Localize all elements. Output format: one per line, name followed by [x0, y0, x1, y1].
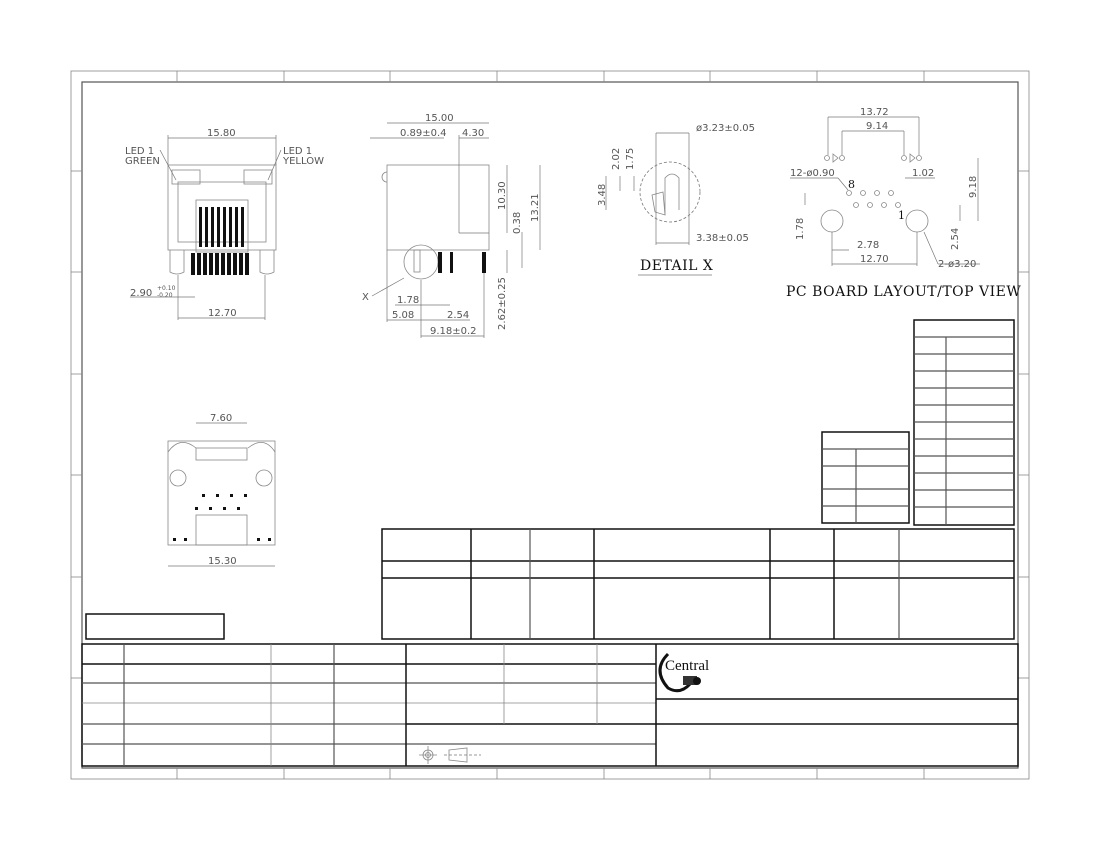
side-view: 15.00 0.89±0.4 4.30 10.30 0.38 13.21 2.6… [362, 113, 541, 338]
bottom-view: 7.60 15.30 [167, 413, 276, 567]
dim-2-54-pcb: 2.54 [950, 228, 961, 250]
rear-dim: 4.30 [462, 128, 484, 139]
led-right-label-1: LED 1 [283, 146, 312, 157]
body-height-dim: 10.30 [497, 181, 508, 210]
pcb-layout-title: PC BOARD LAYOUT/TOP VIEW [786, 284, 1021, 300]
logo-text: Central [665, 658, 709, 674]
dim-9-14: 9.14 [866, 121, 888, 132]
dim-1-78-pcb: 1.78 [795, 218, 806, 240]
front-offset-dim: 0.89±0.4 [400, 128, 447, 139]
dim-9-18-pcb: 9.18 [968, 176, 979, 198]
post-offset-tol-plus: +0.10 [157, 285, 176, 292]
front-pin-span-dim: 12.70 [208, 308, 237, 319]
note-box [85, 613, 225, 640]
total-height-dim: 13.21 [530, 193, 541, 222]
post-callout: 2-ø3.20 [938, 259, 976, 270]
led-table [821, 431, 910, 524]
dim-5-08: 5.08 [392, 310, 414, 321]
dim-13-72: 13.72 [860, 107, 889, 118]
led-right-label-2: YELLOW [282, 156, 324, 167]
revision-table [381, 528, 1015, 640]
standoff-dim: 0.38 [512, 212, 523, 234]
third-angle-projection-icon [419, 746, 481, 764]
detail-width-dim: 3.38±0.05 [696, 233, 749, 244]
post-offset-dim: 2.90 [130, 288, 152, 299]
pin-length-dim: 2.62±0.25 [497, 277, 508, 330]
title-block: Central [81, 643, 1019, 767]
pin-1-label: 1 [898, 209, 906, 222]
central-logo: Central [658, 652, 709, 693]
dim-1-02: 1.02 [912, 168, 934, 179]
bottom-width-dim: 15.30 [208, 556, 237, 567]
detail-x-title: DETAIL X [640, 258, 713, 274]
dim-9-18: 9.18±0.2 [430, 326, 477, 337]
sheet-frame [70, 70, 1030, 780]
front-view: 15.80 LED 1 GREEN LED 1 YELLOW 12.70 2.9… [125, 128, 324, 320]
led-left-label-1: LED 1 [125, 146, 154, 157]
front-width-dim: 15.80 [207, 128, 236, 139]
dim-1-78: 1.78 [397, 295, 419, 306]
pcb-layout: 13.72 9.14 12-ø0.90 8 1 1.02 9.18 1.78 2… [786, 107, 1021, 300]
pin-8-label: 8 [848, 178, 856, 191]
led-left-label-2: GREEN [125, 156, 160, 167]
detail-diameter-dim: ø3.23±0.05 [696, 123, 755, 134]
side-length-dim: 15.00 [425, 113, 454, 124]
bottom-top-dim: 7.60 [210, 413, 232, 424]
detail-x: ø3.23±0.05 3.38±0.05 2.02 1.75 3.48 DETA… [597, 123, 755, 276]
post-offset-tol-minus: -0.20 [157, 292, 173, 299]
detail-callout: X [362, 292, 369, 303]
dim-12-70-pcb: 12.70 [860, 254, 889, 265]
dim-2-54: 2.54 [447, 310, 469, 321]
hole-callout: 12-ø0.90 [790, 168, 835, 179]
dim-2-02: 2.02 [611, 148, 622, 170]
dim-2-78: 2.78 [857, 240, 879, 251]
dim-1-75: 1.75 [625, 148, 636, 170]
pin-table [913, 319, 1015, 526]
dim-3-48: 3.48 [597, 184, 608, 206]
